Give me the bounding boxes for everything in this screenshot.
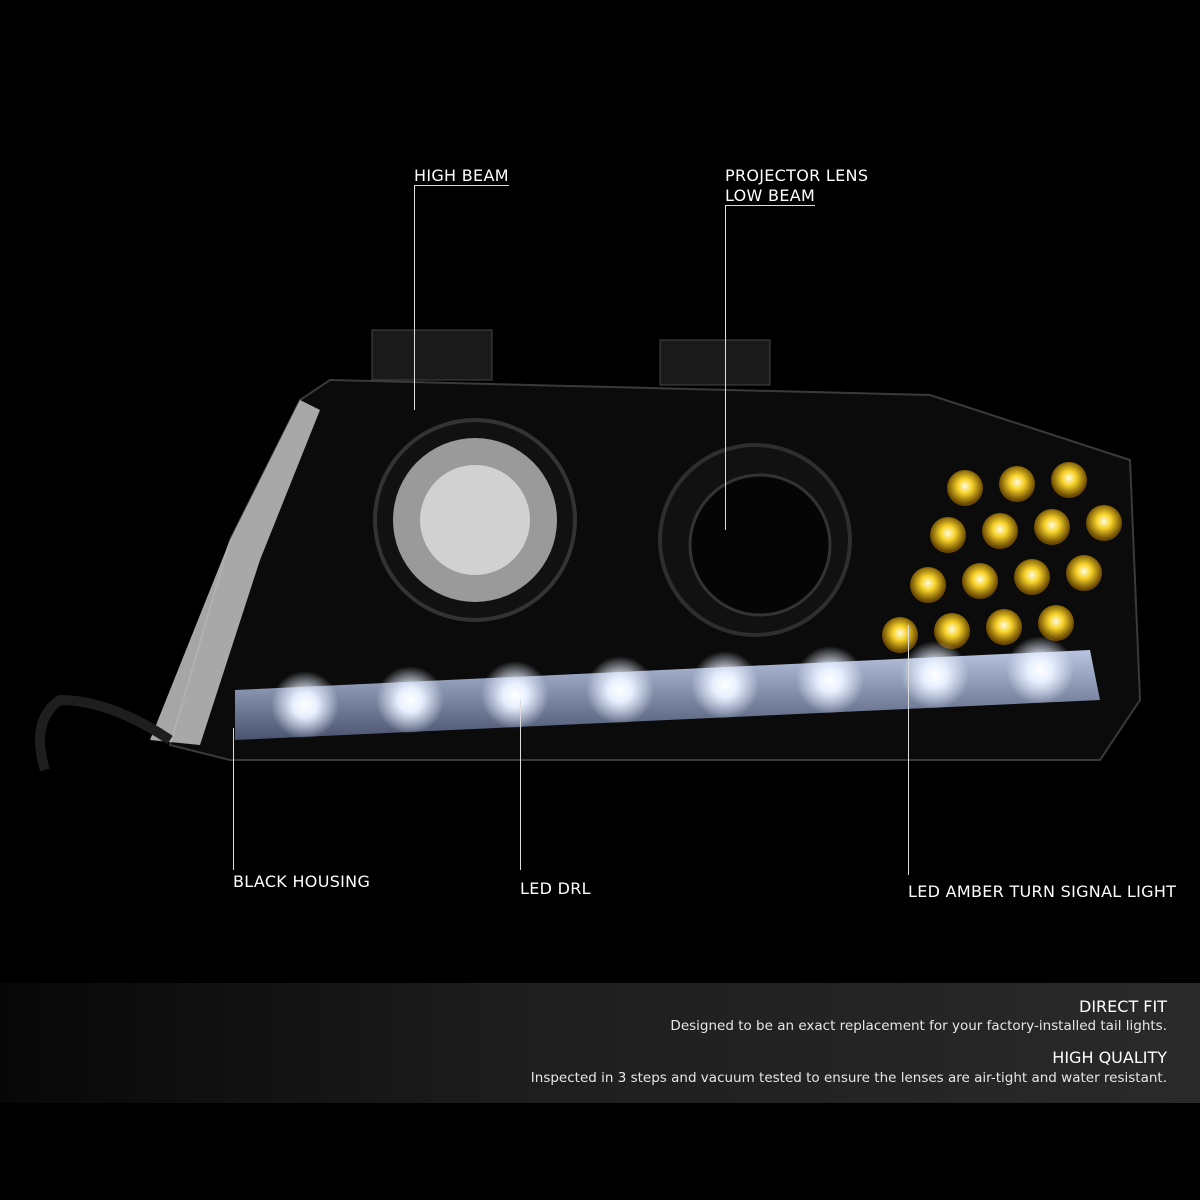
amber-led [1038, 605, 1074, 641]
feature-title: HIGH QUALITY [1052, 1048, 1167, 1067]
housing-leader [233, 728, 234, 870]
amber-led [982, 513, 1018, 549]
feature-text: Inspected in 3 steps and vacuum tested t… [530, 1070, 1167, 1086]
feature-text: Designed to be an exact replacement for … [670, 1018, 1167, 1034]
low-beam-label: LOW BEAM [725, 186, 816, 206]
amber-led [882, 617, 918, 653]
amber-led [1086, 505, 1122, 541]
amber-led [1014, 559, 1050, 595]
amber-leader [908, 625, 909, 875]
amber-led [986, 609, 1022, 645]
led-drl-label: LED DRL [520, 879, 591, 898]
amber-led [930, 517, 966, 553]
drl-led [691, 651, 759, 719]
high-beam-label: HIGH BEAM [414, 166, 509, 186]
projector-lens-label: PROJECTOR LENS [725, 166, 869, 185]
projector-leader [725, 205, 726, 530]
black-housing-label: BLACK HOUSING [233, 872, 371, 891]
feature-title: DIRECT FIT [1079, 997, 1167, 1016]
amber-led [910, 567, 946, 603]
amber-signal-label: LED AMBER TURN SIGNAL LIGHT [908, 882, 1177, 901]
drl-led [796, 646, 864, 714]
drl-led [376, 666, 444, 734]
amber-led [1034, 509, 1070, 545]
drl-led [901, 641, 969, 709]
drl-led [586, 656, 654, 724]
drl-led [1006, 636, 1074, 704]
drl-led [271, 671, 339, 739]
amber-led [1051, 462, 1087, 498]
amber-led [962, 563, 998, 599]
drl-leader [520, 700, 521, 870]
amber-led [1066, 555, 1102, 591]
high-beam-leader [414, 185, 415, 410]
amber-led [999, 466, 1035, 502]
drl-led [481, 661, 549, 729]
amber-led [947, 470, 983, 506]
amber-led [934, 613, 970, 649]
feature-panel: DIRECT FIT Designed to be an exact repla… [0, 983, 1200, 1103]
